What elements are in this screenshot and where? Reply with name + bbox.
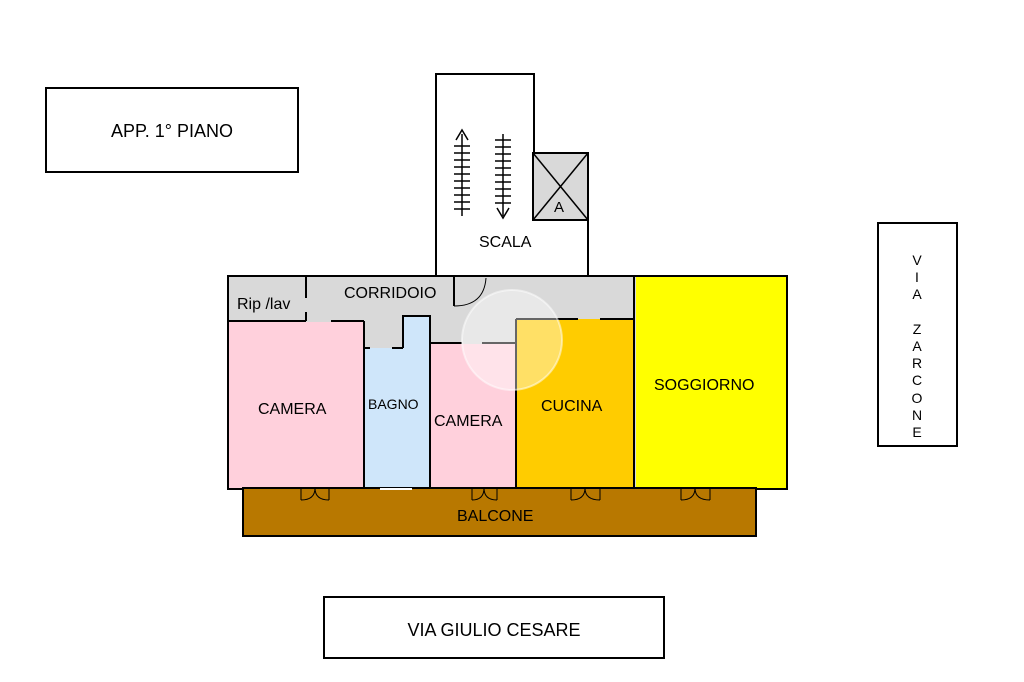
- street-east-letter: A: [912, 286, 922, 303]
- elevator-label: A: [554, 199, 565, 216]
- room-soggiorno: [636, 277, 786, 488]
- street-east-letter: V: [912, 252, 922, 268]
- bagno-upper: [403, 316, 429, 350]
- street-east-letter: [907, 304, 927, 321]
- room-label-bagno: BAGNO: [368, 396, 419, 412]
- room-label-camera-1: CAMERA: [258, 401, 327, 418]
- street-east-letter: A: [912, 338, 922, 355]
- room-label-cucina: CUCINA: [541, 398, 603, 415]
- room-label-camera-2: CAMERA: [434, 413, 503, 430]
- street-south-box: VIA GIULIO CESARE: [323, 596, 665, 659]
- stair-down-arrow-icon: [495, 134, 511, 220]
- street-east-letter: E: [912, 424, 922, 441]
- title-box: APP. 1° PIANO: [45, 87, 299, 173]
- room-bagno: [365, 348, 429, 488]
- street-east-letter: I: [915, 269, 919, 286]
- street-east-letter: Z: [912, 320, 922, 337]
- street-east-letter: O: [911, 389, 923, 406]
- room-label-ripostiglio: Rip /lav: [237, 296, 291, 313]
- room-label-corridoio: CORRIDOIO: [344, 285, 437, 302]
- street-east-letter: C: [911, 372, 923, 389]
- room-label-soggiorno: SOGGIORNO: [654, 377, 755, 394]
- street-east-letter: R: [911, 355, 923, 372]
- room-label-scala: SCALA: [479, 234, 532, 251]
- stair-landing: [436, 220, 588, 276]
- street-east-letter: N: [911, 406, 923, 423]
- room-camera-2: [431, 344, 516, 488]
- street-south-label: VIA GIULIO CESARE: [407, 620, 581, 640]
- elevator-icon: [532, 152, 589, 221]
- watermark-logo: [461, 289, 563, 391]
- room-cucina: [517, 319, 634, 488]
- room-camera-1: [229, 322, 363, 488]
- stair-up-arrow-icon: [454, 128, 470, 216]
- title-label: APP. 1° PIANO: [111, 121, 233, 141]
- room-label-balcone: BALCONE: [457, 508, 534, 525]
